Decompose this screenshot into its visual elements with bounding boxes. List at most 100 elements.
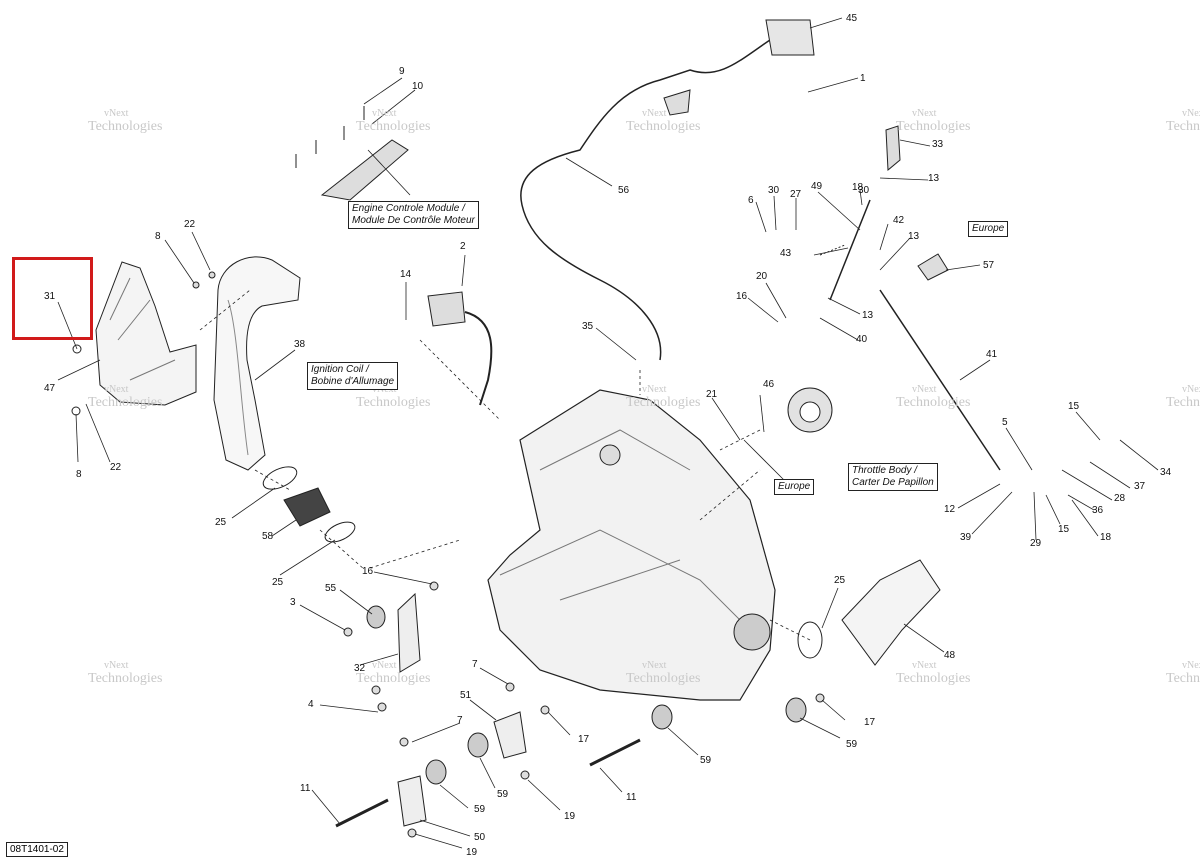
callout-49[interactable]: 49 (811, 181, 823, 192)
callout-59[interactable]: 59 (700, 755, 712, 766)
mount (425, 759, 447, 785)
callout-18[interactable]: 18 (852, 182, 864, 193)
callout-36[interactable]: 36 (1092, 505, 1104, 516)
callout-19[interactable]: 19 (564, 811, 576, 822)
callout-14[interactable]: 14 (400, 269, 412, 280)
callout-55[interactable]: 55 (325, 583, 337, 594)
callout-48[interactable]: 48 (944, 650, 956, 661)
callout-59[interactable]: 59 (846, 739, 858, 750)
callout-59[interactable]: 59 (474, 804, 486, 815)
callout-39[interactable]: 39 (960, 532, 972, 543)
callout-6[interactable]: 6 (748, 195, 754, 206)
callout-25[interactable]: 25 (272, 577, 284, 588)
callout-27[interactable]: 27 (790, 189, 802, 200)
engine-block (487, 389, 776, 701)
callout-18[interactable]: 18 (1100, 532, 1112, 543)
air-duct (213, 256, 301, 471)
label-throttle-body: Throttle Body /Carter De Papillon (848, 463, 938, 491)
callout-25[interactable]: 25 (834, 575, 846, 586)
callout-10[interactable]: 10 (412, 81, 424, 92)
callout-15[interactable]: 15 (1058, 524, 1070, 535)
callout-57[interactable]: 57 (983, 260, 995, 271)
callout-38[interactable]: 38 (294, 339, 306, 350)
callout-42[interactable]: 42 (893, 215, 905, 226)
mount (467, 732, 489, 758)
callout-21[interactable]: 21 (706, 389, 718, 400)
callout-7[interactable]: 7 (457, 715, 463, 726)
callout-43[interactable]: 43 (780, 248, 792, 259)
bolt-11 (335, 798, 389, 828)
callout-12[interactable]: 12 (944, 504, 956, 515)
callout-56[interactable]: 56 (618, 185, 630, 196)
callout-8[interactable]: 8 (76, 469, 82, 480)
callout-31[interactable]: 31 (44, 291, 56, 302)
callout-15[interactable]: 15 (1068, 401, 1080, 412)
bracket-57 (917, 253, 949, 281)
callout-1[interactable]: 1 (860, 73, 866, 84)
ecm-module (320, 139, 409, 201)
callout-33[interactable]: 33 (932, 139, 944, 150)
callout-16[interactable]: 16 (362, 566, 374, 577)
callout-34[interactable]: 34 (1160, 467, 1172, 478)
callout-46[interactable]: 46 (763, 379, 775, 390)
bracket-51 (493, 711, 527, 759)
callout-8[interactable]: 8 (155, 231, 161, 242)
callout-20[interactable]: 20 (756, 271, 768, 282)
callout-47[interactable]: 47 (44, 383, 56, 394)
diagram-reference-code: 08T1401-02 (6, 842, 68, 857)
callout-30[interactable]: 30 (858, 185, 870, 196)
callout-35[interactable]: 35 (582, 321, 594, 332)
callout-16[interactable]: 16 (736, 291, 748, 302)
callout-50[interactable]: 50 (474, 832, 486, 843)
coupler (283, 487, 331, 527)
callout-32[interactable]: 32 (354, 663, 366, 674)
callout-13[interactable]: 13 (862, 310, 874, 321)
callout-11[interactable]: 11 (300, 783, 311, 794)
callout-59[interactable]: 59 (497, 789, 509, 800)
callout-22[interactable]: 22 (184, 219, 196, 230)
mount-55 (366, 605, 386, 629)
callout-25[interactable]: 25 (215, 517, 227, 528)
callout-2[interactable]: 2 (460, 241, 466, 252)
callout-30[interactable]: 30 (768, 185, 780, 196)
label-engine-control-module: Engine Controle Module /Module De Contrô… (348, 201, 479, 229)
callout-5[interactable]: 5 (1002, 417, 1008, 428)
callout-9[interactable]: 9 (399, 66, 405, 77)
callout-37[interactable]: 37 (1134, 481, 1146, 492)
callout-40[interactable]: 40 (856, 334, 868, 345)
callout-45[interactable]: 45 (846, 13, 858, 24)
callout-28[interactable]: 28 (1114, 493, 1126, 504)
callout-22[interactable]: 22 (110, 462, 122, 473)
highlight-box-part-31[interactable] (12, 257, 93, 340)
callout-17[interactable]: 17 (578, 734, 590, 745)
callout-7[interactable]: 7 (472, 659, 478, 670)
callout-3[interactable]: 3 (290, 597, 296, 608)
callout-29[interactable]: 29 (1030, 538, 1042, 549)
air-duct-48 (841, 559, 941, 666)
callout-58[interactable]: 58 (262, 531, 274, 542)
callout-19[interactable]: 19 (466, 847, 478, 858)
callout-11[interactable]: 11 (626, 792, 637, 803)
callout-51[interactable]: 51 (460, 690, 472, 701)
ignition-coil (427, 291, 466, 327)
callout-13[interactable]: 13 (928, 173, 940, 184)
callout-41[interactable]: 41 (986, 349, 998, 360)
callout-17[interactable]: 17 (864, 717, 876, 728)
clamp (262, 466, 298, 490)
callout-4[interactable]: 4 (308, 699, 314, 710)
wiring-harness (520, 39, 771, 361)
bolt-11 (589, 738, 641, 767)
callout-13[interactable]: 13 (908, 231, 920, 242)
